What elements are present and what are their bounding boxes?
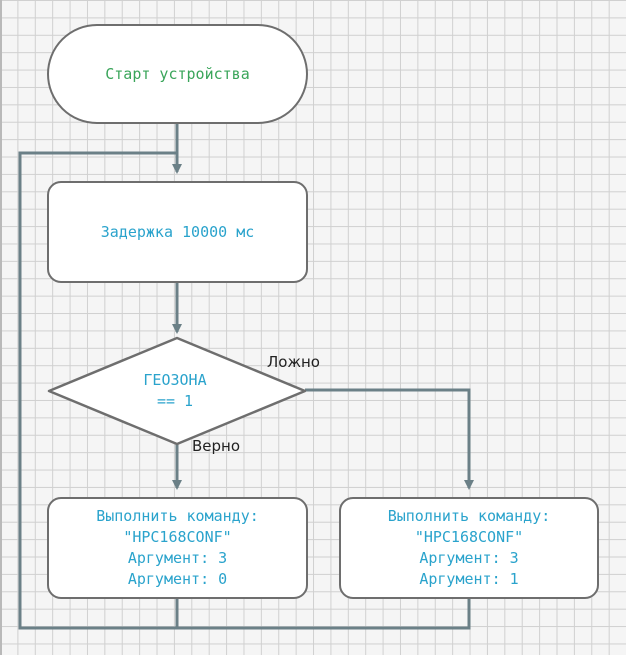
command-true-line2: "HPC168CONF" [123,528,232,546]
connector-loop-back [18,151,179,630]
branch-true-label: Верно [192,437,241,455]
command-false-line3: Аргумент: 3 [419,549,519,567]
command-true-line4: Аргумент: 0 [127,570,228,588]
start-node-label: Старт устройства [105,64,250,83]
command-false-line2: "HPC168CONF" [414,528,524,546]
command-false-line4: Аргумент: 1 [419,570,519,588]
canvas-left-border [0,0,2,655]
command-node-false[interactable]: Выполнить команду: "HPC168CONF" Аргумент… [339,497,599,599]
connector-false-branch [305,388,474,490]
command-false-line1: Выполнить команду: [387,507,551,525]
connector-right-return [177,599,471,630]
delay-node-label: Задержка 10000 мс [100,222,255,241]
command-true-line1: Выполнить команду: [96,507,259,525]
start-node[interactable]: Старт устройства [47,24,308,124]
delay-node[interactable]: Задержка 10000 мс [47,181,308,283]
condition-diamond[interactable] [47,336,307,446]
command-true-line3: Аргумент: 3 [127,549,228,567]
branch-false-label: Ложно [267,353,320,371]
command-node-true[interactable]: Выполнить команду: "HPC168CONF" Аргумент… [47,497,308,599]
